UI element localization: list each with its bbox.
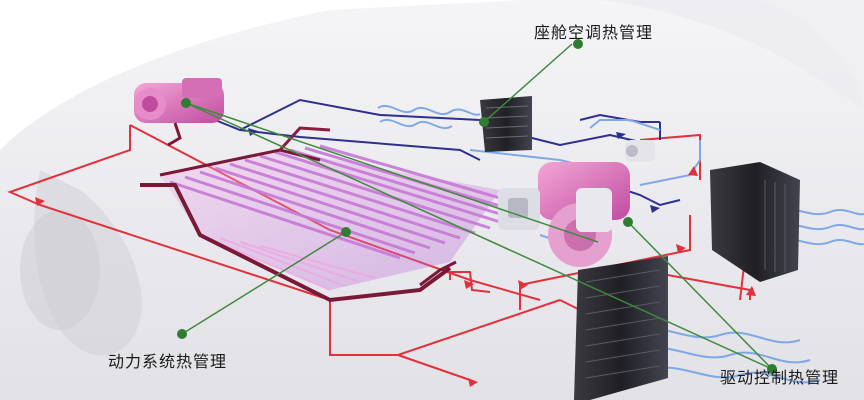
flow-arrow-blue-3 [650,205,660,213]
callout-leader-lines [181,43,773,370]
flow-arrow-blue-2 [616,132,626,139]
drive-radiator [574,256,668,400]
powertrain-thermal-label: 动力系统热管理 [108,352,228,371]
drive-control-thermal-label: 驱动控制热管理 [720,368,840,387]
coolant-pump [625,140,655,162]
front-radiator-module [710,162,800,282]
cabin-hvac-thermal-label: 座舱空调热管理 [534,23,654,42]
battery-pack [140,126,501,303]
callout-anchor-dots [177,39,777,374]
electric-compressor [134,78,224,147]
cabin-heat-exchanger [480,96,532,152]
flow-direction-arrows [35,166,756,387]
flow-arrow-blue [248,128,258,136]
electric-drive-unit [498,162,630,267]
cool-coolant-loop [214,98,681,207]
